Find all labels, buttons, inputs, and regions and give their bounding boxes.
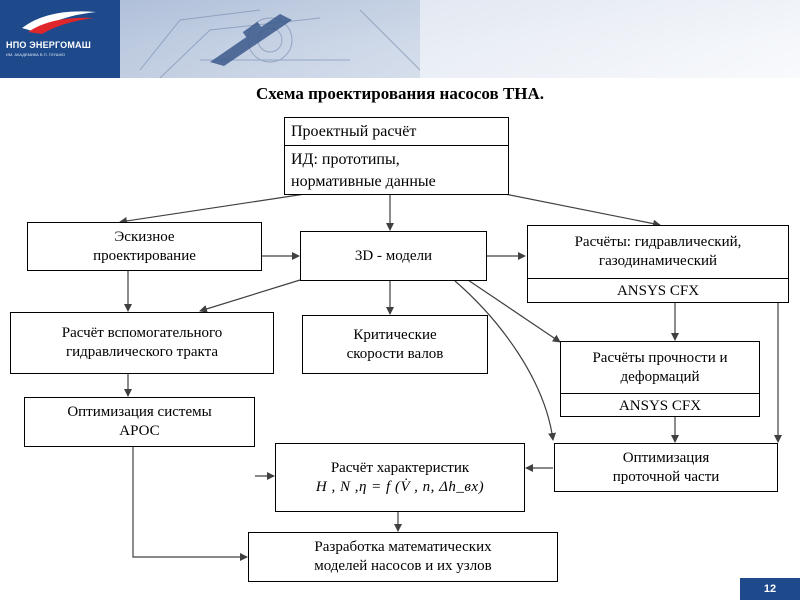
hydraulic-calc-tool: ANSYS CFX xyxy=(528,278,788,304)
math-models-line2: моделей насосов и их узлов xyxy=(314,558,492,574)
strength-calc-line2: деформаций xyxy=(620,368,700,385)
project-calc-inputs: ИД: прототипы, нормативные данные xyxy=(285,145,508,195)
apos-optimization-line2: АРОС xyxy=(119,423,160,439)
hydraulic-calc-box: Расчёты: гидравлический, газодинамически… xyxy=(527,225,789,303)
logo-text: НПО ЭНЕРГОМАШ xyxy=(6,40,92,50)
aux-tract-line2: гидравлического тракта xyxy=(65,344,219,360)
characteristics-line1: Расчёт характеристик xyxy=(330,459,470,476)
hydraulic-calc-title: Расчёты: гидравлический, газодинамически… xyxy=(528,226,788,278)
flow-optimization-line2: проточной части xyxy=(612,468,720,485)
company-logo: НПО ЭНЕРГОМАШ ИМ. АКАДЕМИКА В.П. ГЛУШКО xyxy=(0,0,120,78)
project-calc-inputs-line1: ИД: прототипы, xyxy=(291,151,400,168)
critical-speeds-line1: Критические xyxy=(353,326,437,343)
apos-optimization-line1: Оптимизация системы xyxy=(67,404,212,420)
hydraulic-calc-line2: газодинамический xyxy=(598,253,718,269)
logo-swoosh-icon xyxy=(22,11,96,34)
critical-speeds-line2: скорости валов xyxy=(346,345,444,362)
aux-tract-line1: Расчёт вспомогательного xyxy=(61,325,223,341)
project-calc-inputs-line2: нормативные данные xyxy=(291,173,436,190)
arrow-project-to-hydraulic xyxy=(504,193,661,228)
arrow-3d-to-aux xyxy=(199,279,301,313)
sketch-design-line1: Эскизное xyxy=(114,228,175,245)
strength-calc-line1: Расчёты прочности и xyxy=(592,349,728,366)
flow-optimization-box: Оптимизация проточной части xyxy=(554,443,778,492)
hydraulic-calc-line1: Расчёты: гидравлический, xyxy=(574,234,742,250)
apos-optimization-box: Оптимизация системы АРОС xyxy=(24,397,255,447)
strength-calc-box: Расчёты прочности и деформаций ANSYS CFX xyxy=(560,341,760,417)
math-models-box: Разработка математических моделей насосо… xyxy=(248,532,558,582)
arrow-project-to-sketch xyxy=(119,193,306,225)
strength-calc-tool: ANSYS CFX xyxy=(561,393,759,418)
sketch-design-box: Эскизное проектирование xyxy=(27,222,262,271)
aux-tract-box: Расчёт вспомогательного гидравлического … xyxy=(10,312,274,374)
header-banner: НПО ЭНЕРГОМАШ ИМ. АКАДЕМИКА В.П. ГЛУШКО xyxy=(0,0,800,78)
models-3d-box: 3D - модели xyxy=(300,231,487,281)
slide-title: Схема проектирования насосов ТНА. xyxy=(255,84,545,103)
project-calc-box: Проектный расчёт ИД: прототипы, норматив… xyxy=(284,117,509,195)
logo-subtext: ИМ. АКАДЕМИКА В.П. ГЛУШКО xyxy=(6,52,65,57)
characteristics-box: Расчёт характеристик H , N ,η = f (V̇ , … xyxy=(275,443,525,512)
math-models-line1: Разработка математических xyxy=(314,539,492,555)
header-engine-graphic xyxy=(120,0,800,78)
strength-calc-title: Расчёты прочности и деформаций xyxy=(561,342,759,393)
critical-speeds-box: Критические скорости валов xyxy=(302,315,488,374)
page-number: 12 xyxy=(740,578,800,600)
arrow-apos-to-math xyxy=(132,447,248,561)
flow-optimization-line1: Оптимизация xyxy=(622,449,710,466)
models-3d-label: 3D - модели xyxy=(354,247,433,264)
characteristics-formula: H , N ,η = f (V̇ , n, Δh_вх) xyxy=(315,478,485,495)
sketch-design-line2: проектирование xyxy=(93,247,196,264)
project-calc-label: Проектный расчёт xyxy=(291,123,417,140)
